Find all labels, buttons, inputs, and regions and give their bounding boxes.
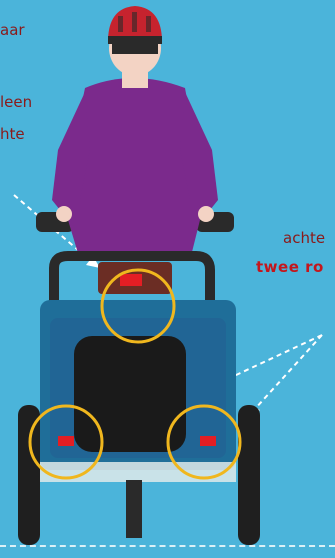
reflector-left-icon — [58, 436, 74, 446]
wheel-left — [18, 405, 40, 545]
helmet-vent-1 — [118, 16, 123, 32]
helmet-vent-3 — [146, 16, 151, 32]
annotation-left-3: hte — [0, 124, 25, 144]
right-hand — [198, 206, 214, 222]
arrow-right-b — [254, 335, 322, 410]
annotation-left-2: leen — [0, 92, 32, 112]
rear-reflector-icon — [120, 274, 142, 286]
helmet-vent-2 — [132, 12, 137, 32]
annotation-right-2: twee ro — [256, 257, 324, 277]
wheel-right — [238, 405, 260, 545]
trailer-hitch — [126, 480, 142, 538]
ground-line — [0, 545, 335, 547]
reflector-right-icon — [200, 436, 216, 446]
helmet-band — [108, 36, 162, 44]
helmet-rim — [112, 44, 158, 54]
annotation-right-1: achte — [283, 228, 325, 248]
left-hand — [56, 206, 72, 222]
annotation-left-1: aar — [0, 20, 25, 40]
